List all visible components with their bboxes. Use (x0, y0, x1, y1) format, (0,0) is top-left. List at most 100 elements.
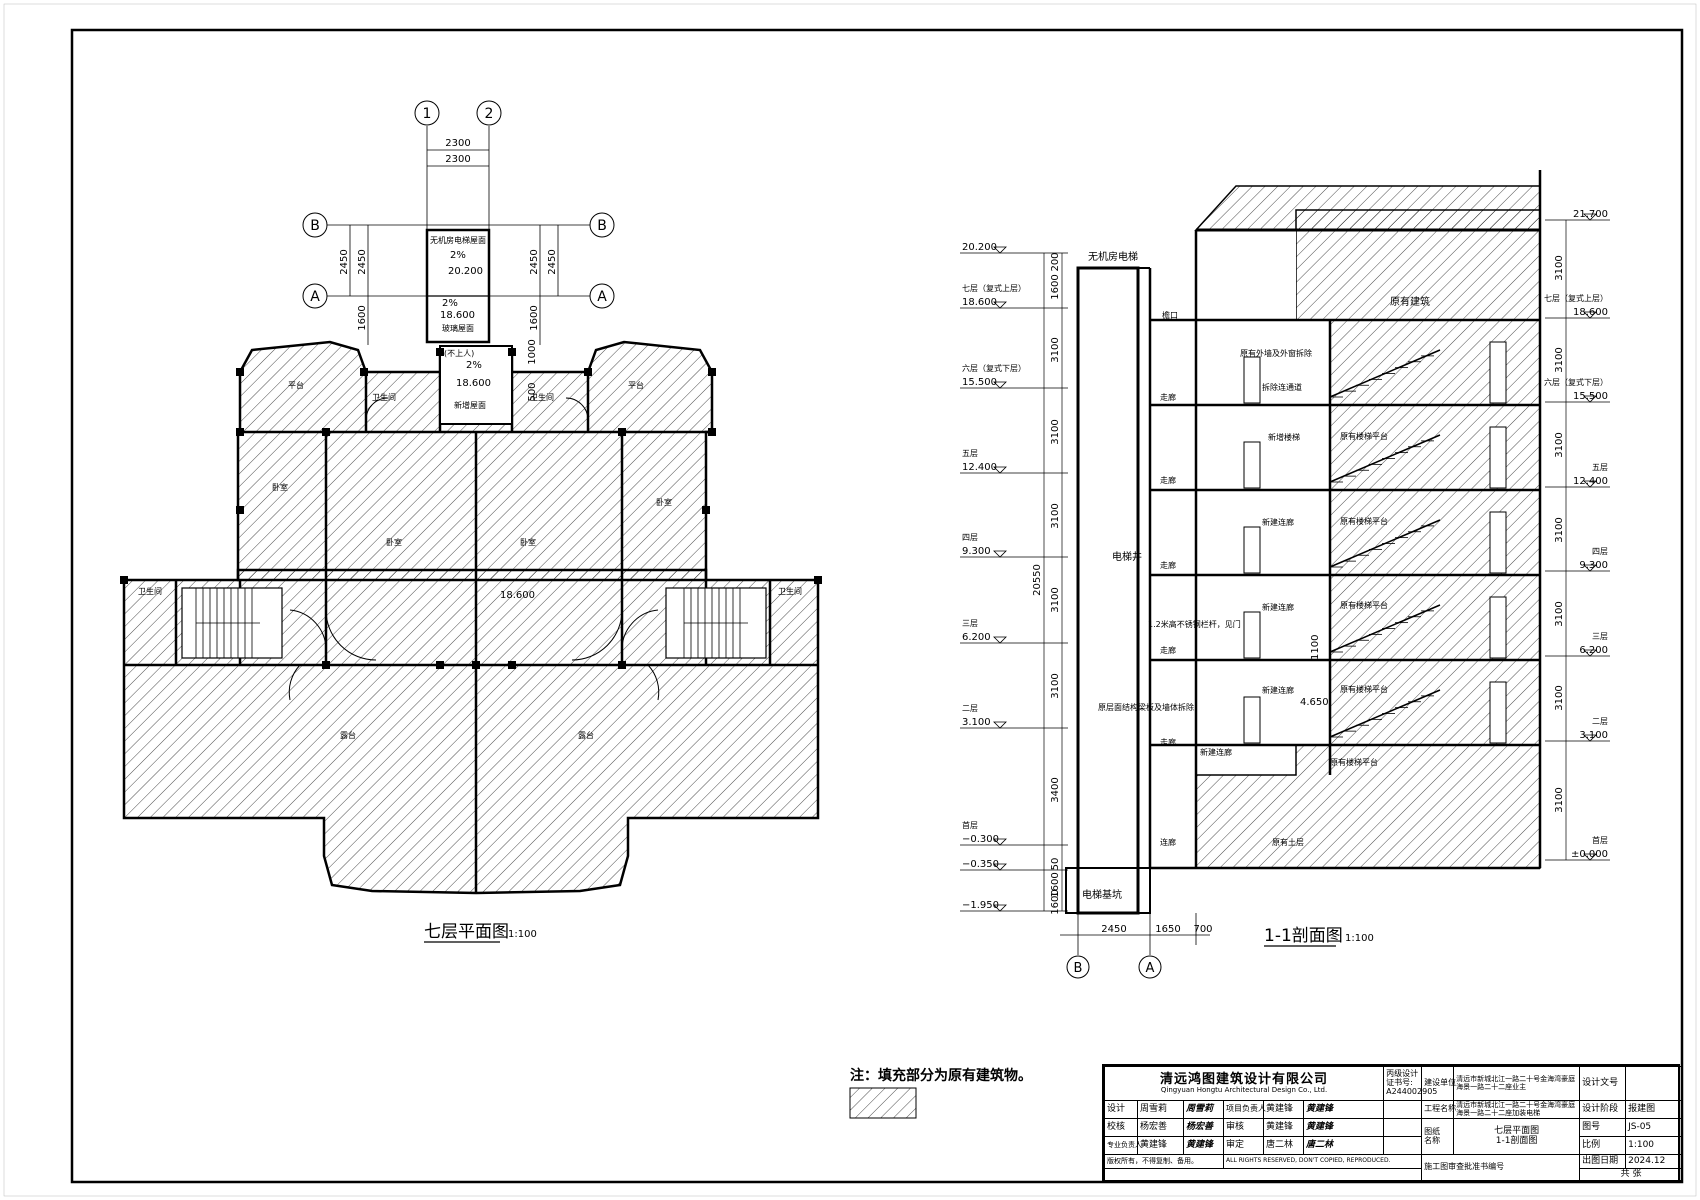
plan-grid (327, 126, 590, 345)
drawing-name-1: 七层平面图 (1494, 1125, 1540, 1136)
axis-b-right-label: B (597, 218, 607, 234)
left-level-value: −0.350 (962, 859, 999, 870)
section-title: 1-1剖面图 (1264, 926, 1343, 946)
left-level-value: 9.300 (962, 546, 991, 557)
section-door (1243, 611, 1261, 659)
section-top-room (1196, 230, 1296, 320)
axis-a-right-bubble (589, 283, 615, 309)
right-level-value: 15.500 (1573, 391, 1608, 402)
section-new-room (1196, 490, 1330, 575)
left-dim-text: 200 (1050, 252, 1061, 271)
plan-room-bath-right: 卫生间 (530, 392, 554, 402)
right-dim-text: 3100 (1554, 517, 1565, 542)
plan-door-swings (288, 397, 660, 701)
left-level-name: 二层 (962, 704, 978, 713)
section-axis-a-bubble (1138, 955, 1162, 979)
section-ground-corridor (1152, 745, 1196, 868)
right-level-mark (1583, 649, 1597, 657)
drawing-label2: 名称 (1424, 1135, 1441, 1145)
plan-scale: 1:100 (508, 929, 537, 940)
section-levels: 20.200七层（复式上层）18.600六层（复式下层）15.500五层12.4… (960, 209, 1610, 915)
review-label: 审核 (1226, 1121, 1245, 1132)
section-corridor-5: 走廊 (1160, 475, 1176, 485)
plan-room-bedroom-4: 卧室 (656, 497, 672, 507)
section-window (1489, 511, 1507, 574)
section-door (1243, 441, 1261, 489)
drawing-name-2: 1-1剖面图 (1495, 1135, 1538, 1146)
plan-new-roof-level: 18.600 (456, 378, 491, 389)
plan-room-terrace-left: 露台 (340, 730, 356, 740)
plan-roof-slope: 2% (450, 250, 466, 261)
right-level-mark (1583, 853, 1597, 861)
section-railing: 1.2米高不锈钢栏杆，见门 (1148, 619, 1241, 629)
plan-new-roof (439, 345, 513, 425)
left-dim-text: 1600 (1050, 274, 1061, 299)
right-level-value: 18.600 (1573, 307, 1608, 318)
plan-title: 七层平面图 (424, 922, 509, 942)
doc-label: 设计文号 (1582, 1077, 1619, 1088)
section-floor-slabs (1138, 228, 1540, 870)
left-dim-text: 50 (1050, 858, 1061, 871)
section-pit-label: 电梯基坑 (1082, 888, 1122, 901)
cert-label: 丙级设计证书号: (1386, 1069, 1419, 1088)
plan-canopy-level: 18.600 (440, 310, 475, 321)
checker-signature: 杨宏善 (1186, 1121, 1214, 1132)
right-level-value: 6.200 (1579, 645, 1608, 656)
axis-a-left-label: A (310, 289, 320, 305)
left-level-value: 15.500 (962, 377, 997, 388)
left-level-name: 首层 (962, 820, 978, 830)
section-new-room (1196, 320, 1330, 405)
plan-room-bath-left: 卫生间 (372, 392, 396, 402)
right-level-value: 9.300 (1579, 560, 1608, 571)
section-corridor-4: 走廊 (1160, 560, 1176, 570)
left-level-mark (993, 381, 1007, 389)
drawing-border (70, 28, 1684, 1184)
section-corridor-3: 走廊 (1160, 645, 1176, 655)
section-top-corridor (1152, 268, 1196, 320)
scale-label: 比例 (1582, 1139, 1601, 1150)
plan-dim-2450-c: 2450 (529, 249, 540, 274)
axis-b-right-bubble (589, 212, 615, 238)
right-level-name: 二层 (1592, 717, 1608, 726)
left-level-value: 6.200 (962, 632, 991, 643)
section-stair-platform-5: 原有楼梯平台 (1330, 757, 1378, 767)
legend-hatch-swatch (849, 1087, 917, 1119)
plan-room-terrace-right: 露台 (578, 730, 594, 740)
left-dim-text: 3400 (1050, 777, 1061, 802)
section-rooms (1152, 230, 1507, 868)
axis-b-left-bubble (302, 212, 328, 238)
section-window (1489, 426, 1507, 489)
axis-a-left-bubble (302, 283, 328, 309)
left-level-mark (993, 246, 1007, 254)
plan-stair-right (665, 587, 767, 659)
cert-number: A244002905 (1386, 1086, 1438, 1096)
left-dim-text: 3100 (1050, 587, 1061, 612)
plan-dim-2300-b: 2300 (445, 154, 470, 165)
section-door (1243, 696, 1261, 744)
section-lower-note: 原层面结构梁板及墙体拆除 (1098, 702, 1194, 712)
axis-2-label: 2 (485, 106, 494, 122)
company-name: 清远鸿图建筑设计有限公司 (1160, 1071, 1329, 1087)
left-level-name: 七层（复式上层） (962, 283, 1026, 293)
section-stair-platform-1: 原有楼梯平台 (1340, 431, 1388, 441)
plan-dim-2450-d: 2450 (547, 249, 558, 274)
right-level-name: 三层 (1592, 632, 1608, 641)
plan-interior-walls (124, 372, 818, 893)
right-level-mark (1583, 395, 1597, 403)
left-level-value: 12.400 (962, 462, 997, 473)
right-level-mark (1583, 311, 1597, 319)
plan-axis-bubbles (302, 100, 615, 309)
section-corridor-room (1152, 490, 1196, 575)
plan-new-roof-slope: 2% (466, 360, 482, 371)
approver-signature: 唐二林 (1306, 1139, 1334, 1150)
plan-dim-2450-b: 2450 (357, 249, 368, 274)
section-elevator-shaft (1076, 266, 1140, 915)
section-new-corridor-2: 新建连廊 (1262, 602, 1294, 612)
right-level-mark (1583, 734, 1597, 742)
pm-label: 项目负责人 (1226, 1104, 1266, 1114)
section-existing-floor: 原有土层 (1272, 837, 1304, 847)
footer-cn: 版权所有，不得复制、备用。 (1107, 1156, 1198, 1165)
section-door (1243, 526, 1261, 574)
right-dim-text: 3100 (1554, 255, 1565, 280)
